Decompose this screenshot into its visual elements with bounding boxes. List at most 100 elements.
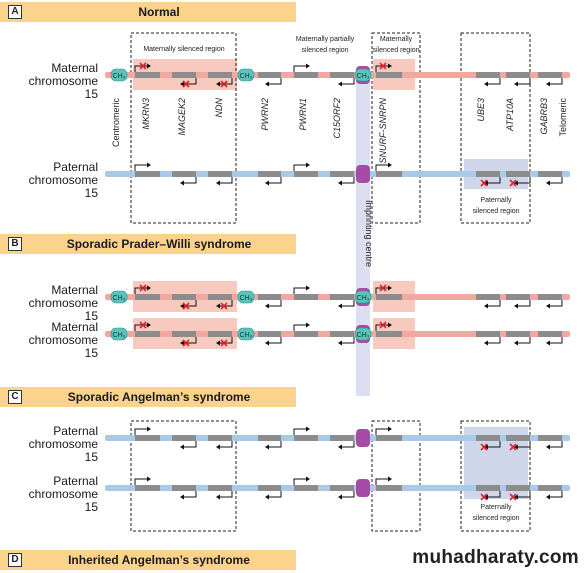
transcription-arrow (550, 337, 563, 344)
gene-block (476, 485, 500, 491)
gene-block (172, 485, 196, 491)
gene-block (172, 294, 196, 300)
section-a-title: Normal (138, 5, 180, 19)
arrow-head (216, 444, 220, 450)
transcription-arrow (375, 428, 388, 435)
silenced-cross (480, 179, 488, 187)
gene-block (172, 435, 196, 441)
gene-block (258, 72, 281, 78)
arrow-head (265, 494, 269, 500)
arrow-head (265, 81, 269, 87)
region-outline (130, 420, 237, 532)
methyl-label: CH₃ (240, 295, 253, 302)
transcription-arrow (488, 491, 501, 498)
chromosome-origin: Maternal (51, 61, 98, 75)
gene-block (376, 294, 402, 300)
maternally-silenced-label: Maternally silenced region (143, 46, 224, 53)
arrow-head (147, 63, 151, 69)
gene-block (294, 435, 318, 441)
transcription-arrow (269, 300, 282, 307)
gene-block (376, 171, 402, 177)
section-b-letter: B (8, 237, 22, 251)
methyl-label: CH₃ (113, 73, 126, 80)
arrow-head (216, 303, 220, 309)
arrow-head (338, 494, 342, 500)
section-c-title: Sporadic Angelman’s syndrome (67, 390, 251, 404)
paternally-label: silenced region (472, 515, 519, 522)
transcription-arrow (342, 491, 355, 498)
arrow-head (546, 180, 550, 186)
arrow-head (216, 340, 220, 346)
arrow-head (546, 494, 550, 500)
methyl-label: CH₃ (357, 73, 370, 80)
gene-block (330, 331, 354, 337)
transcription-arrow (293, 324, 306, 331)
arrow-head (388, 476, 392, 482)
transcription-arrow (518, 78, 531, 85)
section-d-band: D Inherited Angelman’s syndrome (0, 550, 296, 570)
gene-block (506, 171, 530, 177)
methyl-badge (354, 290, 372, 304)
transcription-arrow (518, 337, 531, 344)
transcription-arrow (488, 441, 501, 448)
arrow-head (484, 81, 488, 87)
section-c-band: C Sporadic Angelman’s syndrome (0, 387, 296, 407)
methyl-group: CH₃ (354, 327, 372, 341)
methyl-label: CH₃ (357, 332, 370, 339)
chromosome-number: chromosome 15 (28, 333, 98, 360)
transcription-arrow (488, 177, 501, 184)
gene-block (208, 294, 232, 300)
gene-block (476, 171, 500, 177)
methyl-group: CH₃ (237, 68, 255, 82)
transcription-arrow (220, 441, 233, 448)
silenced-cross (182, 339, 190, 347)
silenced-cross (379, 284, 387, 292)
gene-block (258, 485, 281, 491)
gene-block (135, 171, 160, 177)
arrow-head (216, 494, 220, 500)
arrow-head (180, 444, 184, 450)
methyl-group: CH₃ (110, 327, 128, 341)
section-b-title: Sporadic Prader–Willi syndrome (66, 237, 252, 251)
silenced-cross (139, 284, 147, 292)
transcription-arrow (375, 478, 388, 485)
gene-block (476, 294, 500, 300)
gene-block (208, 72, 232, 78)
gene-block (538, 294, 562, 300)
arrow-head (484, 303, 488, 309)
paternally-label: silenced region (472, 208, 519, 215)
gene-block (258, 171, 281, 177)
arrow-head (306, 285, 310, 291)
gene-label: Centromeric (111, 98, 121, 148)
section-b-band: B Sporadic Prader–Willi syndrome (0, 234, 296, 254)
arrow-head (514, 81, 518, 87)
arrow-head (514, 303, 518, 309)
gene-block (294, 171, 318, 177)
arrow-head (180, 180, 184, 186)
paternally-label: Paternally (480, 197, 512, 204)
gene-block (208, 171, 232, 177)
arrow-head (338, 340, 342, 346)
chromosome-origin: Maternal (51, 283, 98, 297)
gene-label: MKRN3 (141, 98, 151, 130)
transcription-arrow (518, 491, 531, 498)
gene-label: MAGEK2 (177, 98, 187, 136)
region-outline (371, 32, 421, 224)
arrow-head (514, 444, 518, 450)
gene-label: PWRN1 (298, 98, 308, 131)
region-outline (460, 420, 531, 532)
arrow-head (265, 180, 269, 186)
gene-block (538, 331, 562, 337)
transcription-arrow (293, 287, 306, 294)
transcription-arrow (550, 300, 563, 307)
arrow-head (338, 303, 342, 309)
gene-block (135, 485, 160, 491)
methyl-label: CH₃ (357, 295, 370, 302)
arrow-head (388, 162, 392, 168)
arrow-head (147, 476, 151, 482)
arrow-head (147, 285, 151, 291)
imprinting-centre-marker (356, 165, 370, 183)
transcription-arrow (184, 78, 197, 85)
